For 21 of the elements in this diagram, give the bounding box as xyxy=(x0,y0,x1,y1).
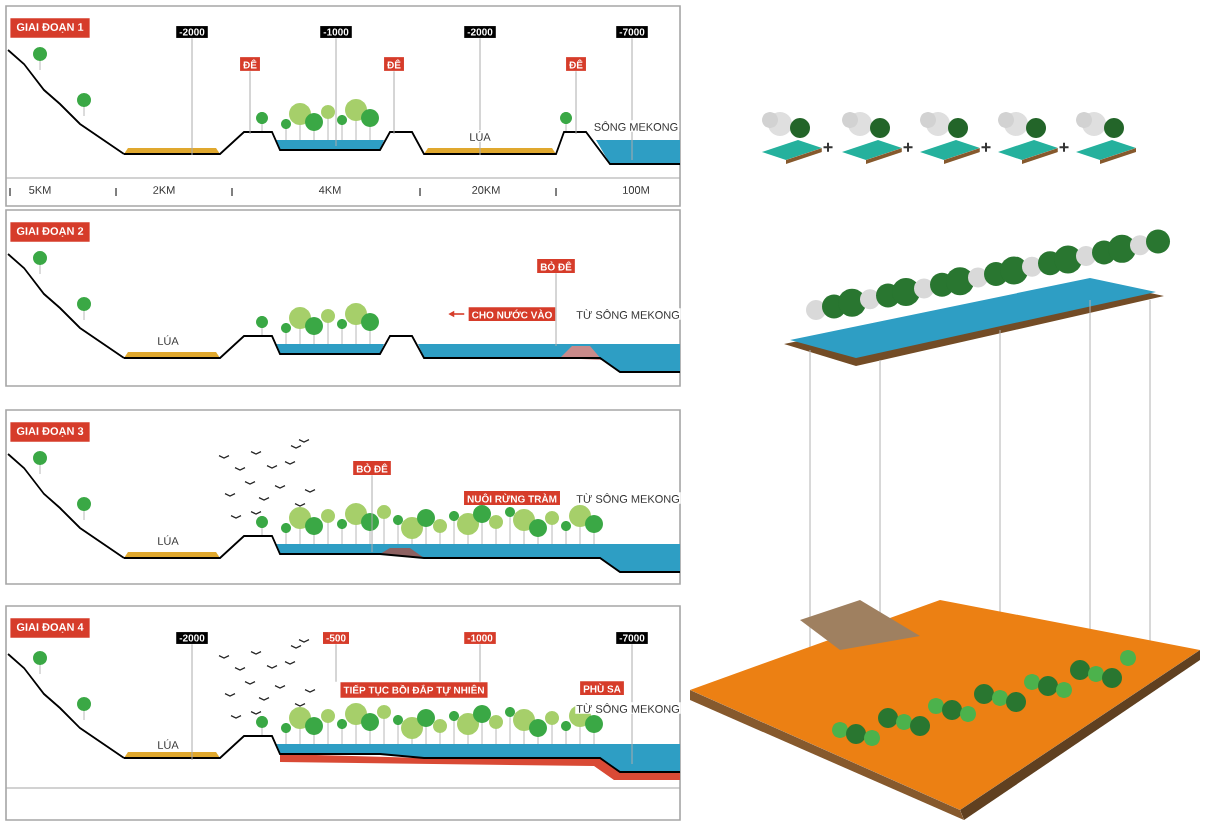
leader-line xyxy=(631,643,633,765)
leader-line xyxy=(479,37,481,156)
leader-line xyxy=(371,474,373,553)
leader-line xyxy=(575,70,577,135)
leader-line xyxy=(335,37,337,147)
leader-line xyxy=(479,643,481,683)
leader-line xyxy=(393,70,395,135)
terrain-section-drawing xyxy=(123,335,681,373)
terrain-section-drawing xyxy=(123,735,681,780)
leader-line xyxy=(631,37,633,161)
leader-line xyxy=(191,37,193,156)
leader-line xyxy=(555,272,557,347)
terrain-section-drawing xyxy=(123,535,681,573)
terrain-section-drawing xyxy=(123,131,681,165)
leader-line xyxy=(249,70,251,135)
plus-sign: + xyxy=(821,141,835,155)
leader-line xyxy=(335,643,337,683)
plus-sign: + xyxy=(1057,141,1071,155)
leader-line xyxy=(191,643,193,761)
plus-sign: + xyxy=(979,141,993,155)
plus-sign: + xyxy=(901,141,915,155)
